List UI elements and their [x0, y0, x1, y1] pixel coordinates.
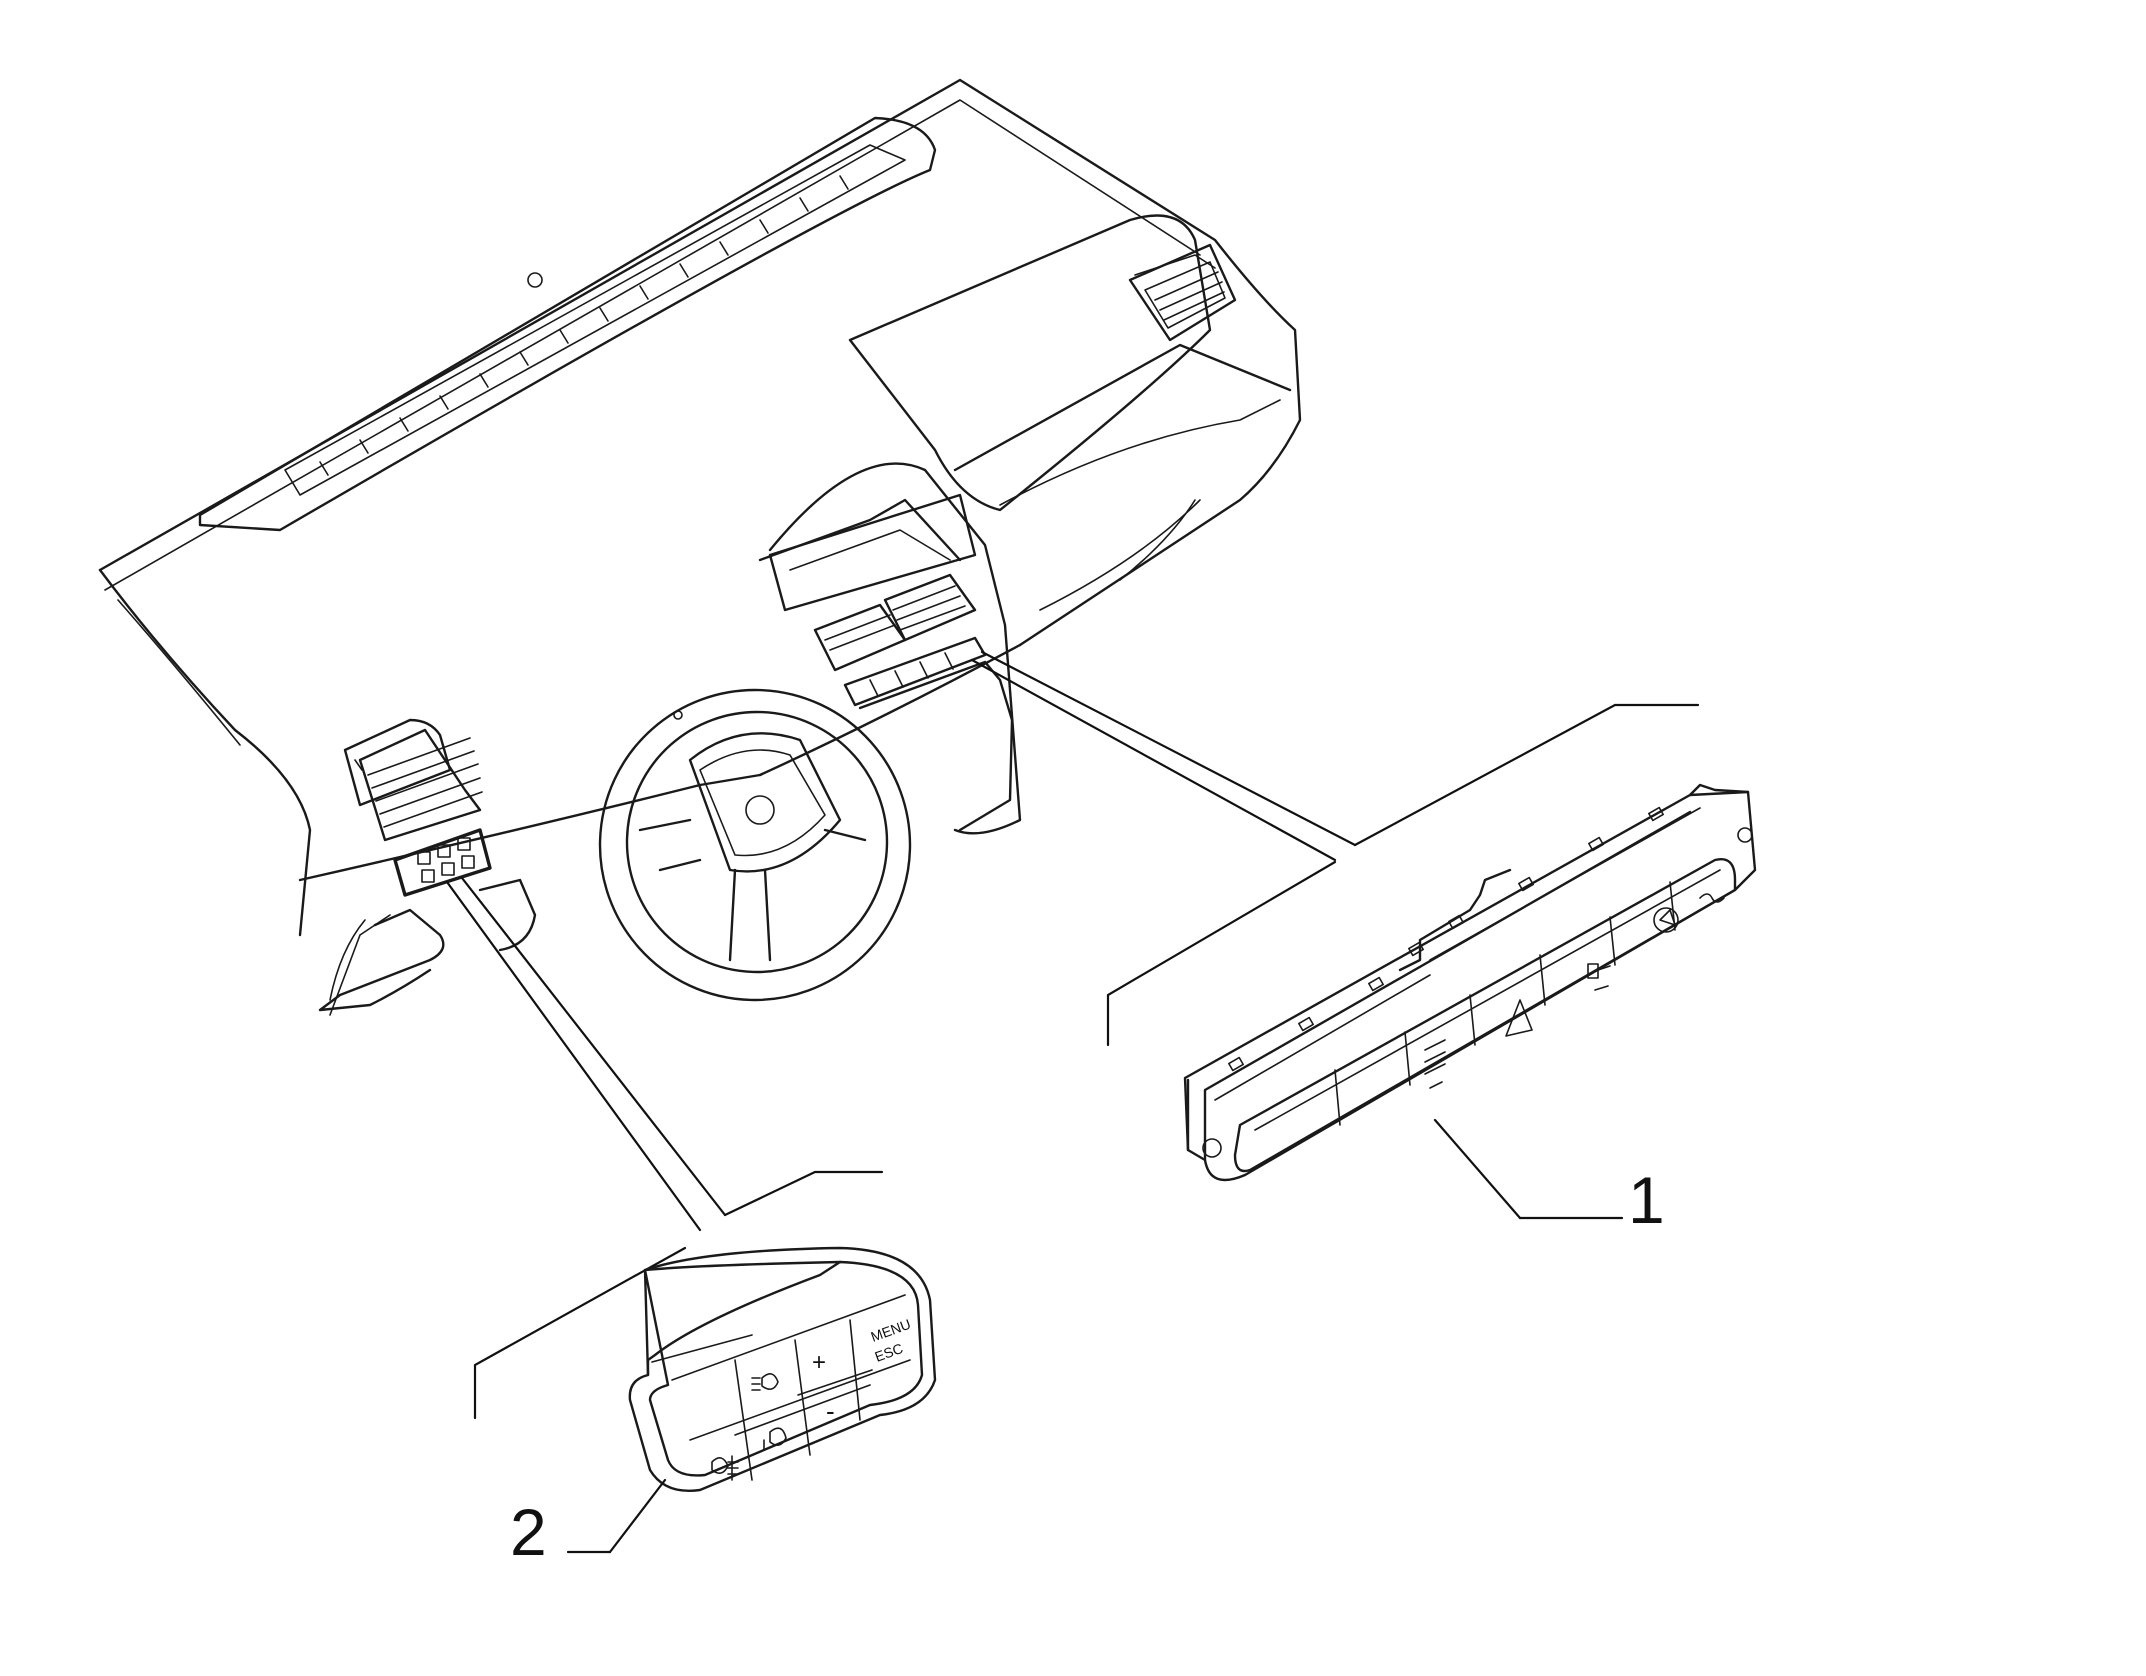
door-lock-icon	[1587, 963, 1611, 991]
rear-defrost-icon	[1424, 1039, 1446, 1089]
passenger-air-vent	[1128, 243, 1237, 342]
callout-2: 2	[510, 1495, 547, 1569]
center-switch-panel-part	[1183, 783, 1757, 1182]
mounting-hole-icon	[1737, 827, 1753, 843]
wave-icon	[1699, 893, 1725, 903]
callout-1: 1	[1628, 1163, 1665, 1237]
dashboard-illustration	[98, 78, 1302, 1016]
plus-label: +	[812, 1349, 826, 1376]
center-console	[758, 462, 1022, 835]
callout-labels: 1 2	[510, 1118, 1665, 1569]
menu-label: MENU	[869, 1316, 913, 1345]
headlight-leveling-icon	[763, 1427, 787, 1451]
hazard-warning-icon	[1505, 999, 1533, 1037]
left-keypad-part: MENU ESC + -	[628, 1246, 937, 1492]
defrost-slats	[319, 175, 849, 476]
esc-label: ESC	[873, 1340, 906, 1365]
rear-fog-light-icon	[711, 1455, 739, 1481]
minus-label: -	[826, 1396, 835, 1426]
triangle-icon	[1659, 909, 1676, 926]
steering-wheel	[598, 688, 912, 1002]
driver-air-vent	[343, 718, 483, 842]
fog-light-icon	[751, 1373, 779, 1391]
leader-lines	[445, 650, 1700, 1420]
keypad-location-marker	[393, 828, 492, 897]
mounting-hole-icon	[1202, 1138, 1222, 1158]
